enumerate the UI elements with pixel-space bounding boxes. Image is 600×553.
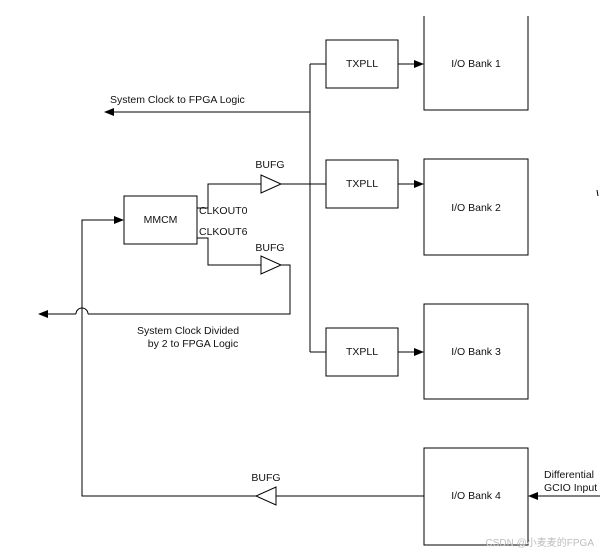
bufg-input[interactable]: BUFG — [251, 472, 281, 506]
mmcm-block[interactable]: MMCM — [123, 195, 198, 245]
wires — [46, 63, 600, 497]
bufg-clkout6[interactable]: BUFG — [255, 242, 285, 275]
diff-input-label-line1: Differential — [544, 469, 594, 481]
io-bank-4-label: I/O Bank 4 — [451, 490, 501, 502]
watermark: CSDN @小麦麦的FPGA — [486, 536, 595, 549]
txpll-2-label: TXPLL — [346, 178, 378, 190]
clkout0-label: CLKOUT0 — [199, 205, 248, 217]
io-bank-1[interactable]: I/O Bank 1 — [423, 16, 529, 111]
divided-clock-label-line2: by 2 to FPGA Logic — [148, 338, 238, 350]
txpll-2[interactable]: TXPLL — [325, 159, 399, 209]
io-bank-3-label: I/O Bank 3 — [451, 346, 501, 358]
txpll-3-label: TXPLL — [346, 346, 378, 358]
system-clock-label: System Clock to FPGA Logic — [110, 94, 245, 106]
clkout6-label: CLKOUT6 — [199, 226, 248, 238]
txpll-3[interactable]: TXPLL — [325, 327, 399, 377]
io-bank-2[interactable]: I/O Bank 2 — [423, 158, 529, 256]
io-bank-1-label: I/O Bank 1 — [451, 58, 501, 70]
bufg-input-label: BUFG — [251, 472, 280, 484]
txpll-1[interactable]: TXPLL — [325, 39, 399, 89]
diff-input-label-line2: GCIO Input — [544, 482, 597, 494]
io-bank-3[interactable]: I/O Bank 3 — [423, 303, 529, 400]
io-bank-2-label: I/O Bank 2 — [451, 202, 501, 214]
arrowheads — [38, 60, 538, 500]
txpll-1-label: TXPLL — [346, 58, 378, 70]
bufg-clkout0-label: BUFG — [255, 159, 284, 171]
edge-mark — [596, 189, 599, 197]
io-bank-4[interactable]: I/O Bank 4 — [423, 447, 529, 546]
mmcm-label: MMCM — [144, 214, 178, 226]
bufg-clkout6-label: BUFG — [255, 242, 284, 254]
divided-clock-label-line1: System Clock Divided — [137, 325, 239, 337]
bufg-clkout0[interactable]: BUFG — [255, 159, 285, 194]
